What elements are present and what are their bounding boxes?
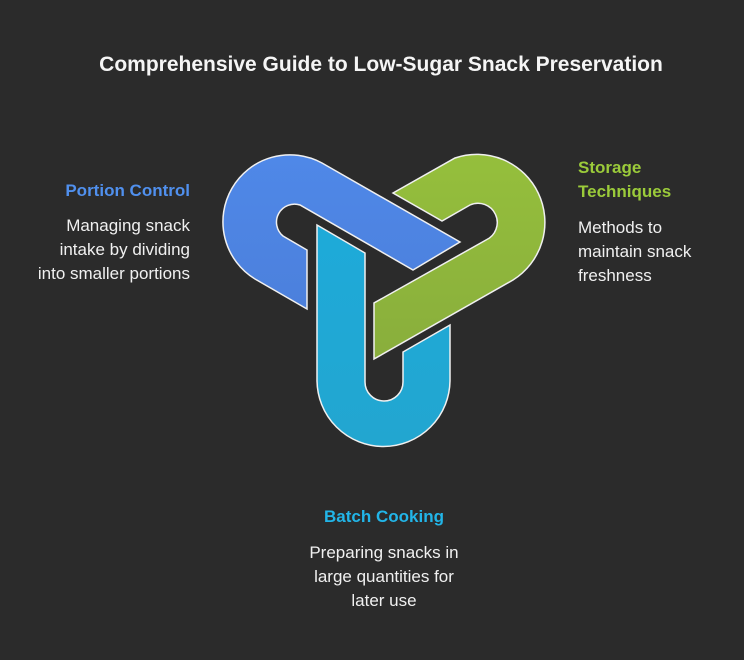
portion-control-heading: Portion Control bbox=[65, 181, 190, 200]
diagram-title: Comprehensive Guide to Low-Sugar Snack P… bbox=[99, 53, 663, 76]
storage-techniques-description: Methods to maintain snack freshness bbox=[578, 218, 692, 285]
batch-cooking-loop bbox=[316, 223, 451, 448]
portion-control-description: Managing snack intake by dividing into s… bbox=[37, 216, 190, 283]
batch-cooking-description: Preparing snacks in large quantities for… bbox=[309, 543, 459, 610]
storage-techniques-loop bbox=[373, 153, 546, 361]
batch-cooking-heading: Batch Cooking bbox=[324, 507, 444, 526]
storage-techniques-heading: Storage Techniques bbox=[578, 158, 672, 201]
portion-control-loop bbox=[222, 154, 462, 311]
